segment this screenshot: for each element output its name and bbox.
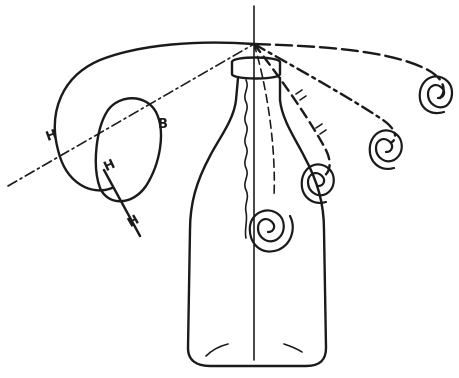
arc-to-lower-spiral <box>254 44 330 176</box>
arc-tick-4 <box>320 130 326 134</box>
inner-ellipse-loop <box>96 98 161 201</box>
hanging-wire <box>245 80 248 238</box>
bottle <box>188 58 326 367</box>
bottle-base-shadow-right <box>284 344 302 352</box>
arc-tick-1 <box>296 90 302 94</box>
arc-to-bottle-spiral <box>254 44 274 196</box>
middle-spiral <box>370 130 402 168</box>
bottle-lip <box>232 58 280 79</box>
bottle-base-shadow-left <box>206 344 228 356</box>
bottle-body <box>188 78 326 366</box>
lower-spiral <box>302 164 334 202</box>
arc-tick-2 <box>300 96 306 100</box>
diagonal-axis-line <box>8 44 254 186</box>
arc-to-right-spiral <box>254 44 444 98</box>
far-right-spiral <box>420 76 452 113</box>
bottle-spiral <box>250 210 293 251</box>
arc-tick-3 <box>316 124 322 128</box>
label-b: B <box>158 117 168 132</box>
